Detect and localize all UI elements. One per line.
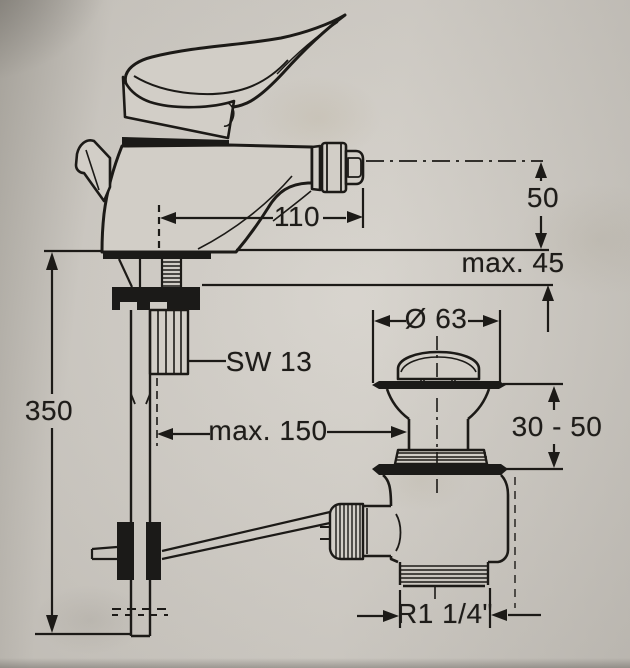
tail-pipe	[112, 310, 168, 636]
base-gasket	[103, 251, 211, 259]
label-overall-height: 350	[24, 395, 74, 426]
label-spout-reach: 110	[273, 201, 321, 232]
label-max-tail-offset: max. 150	[208, 415, 328, 446]
dim-max150	[157, 378, 407, 446]
mounting-hardware	[112, 259, 200, 374]
label-spout-height: 50	[526, 182, 560, 213]
label-clamp-range: 30 - 50	[511, 411, 603, 442]
faucet-lever-handle	[125, 15, 345, 110]
deck-clamp-block-left	[117, 522, 134, 580]
label-plug-diameter: Ø 63	[404, 303, 468, 334]
waste-valve	[320, 336, 515, 608]
threaded-clamp-collar	[395, 450, 487, 464]
lower-clamp-flange	[372, 464, 508, 475]
dim-50	[366, 161, 547, 249]
dim-350	[35, 252, 131, 634]
threaded-tailpiece	[400, 562, 488, 586]
deck-reference-lines	[44, 250, 553, 285]
label-wrench-size: SW 13	[225, 346, 313, 377]
faucet-body	[102, 145, 312, 252]
valve-center-line	[435, 336, 437, 602]
dim-63	[373, 310, 500, 383]
dim-max45	[542, 285, 554, 332]
popup-knob-fin	[76, 140, 110, 201]
dim-r114	[357, 588, 541, 628]
dim-3050	[500, 384, 563, 469]
knurled-adjuster-knob	[320, 504, 367, 559]
label-outlet-thread: R1 1/4"	[397, 598, 493, 629]
spout-aerator	[312, 143, 363, 192]
threaded-stud	[162, 259, 181, 287]
deck-clamp-block-right	[146, 522, 161, 580]
upper-funnel-body	[387, 389, 489, 450]
popup-rod	[92, 512, 330, 559]
hex-nut	[150, 310, 188, 374]
valve-lower-body	[363, 475, 508, 562]
label-max-deck-thickness: max. 45	[461, 247, 565, 278]
mounting-bracket	[112, 287, 200, 310]
drain-plug-cap	[398, 352, 479, 385]
top-flange-plate	[372, 381, 506, 389]
dim-110	[159, 188, 363, 251]
